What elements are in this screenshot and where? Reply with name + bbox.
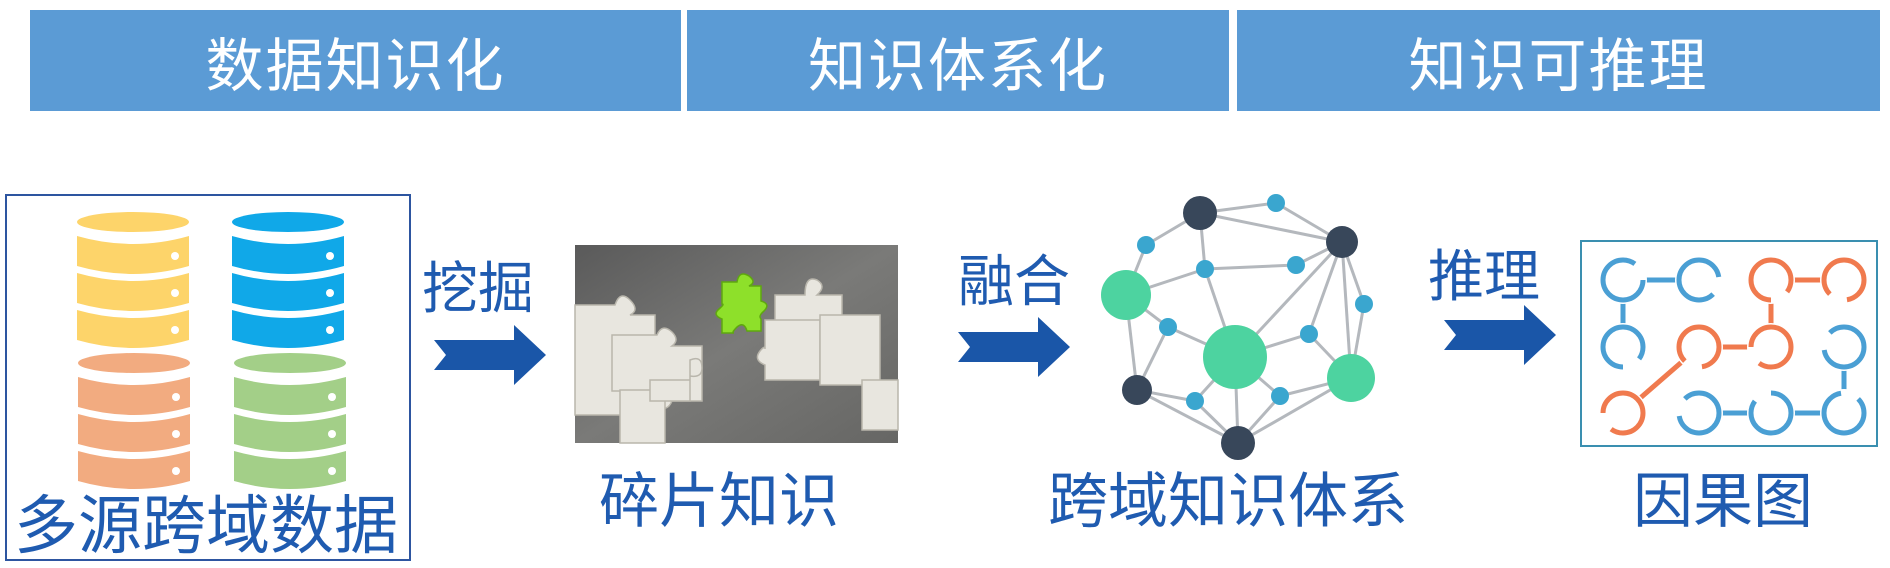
network-node — [1271, 387, 1289, 405]
network-node — [1267, 194, 1285, 212]
green-puzzle-piece — [715, 273, 768, 334]
label-fragment-knowledge: 碎片知识 — [599, 467, 839, 537]
causal-graph — [1599, 256, 1868, 437]
database-icon — [77, 212, 189, 348]
stage-header-data-to-knowledge: 数据知识化 — [30, 10, 681, 111]
network-node — [1122, 375, 1152, 405]
causal-node — [1748, 390, 1794, 436]
database-icon — [232, 212, 344, 348]
network-node — [1326, 226, 1358, 258]
label-multi-source-data: 多源跨域数据 — [14, 490, 398, 564]
causal-node — [1748, 324, 1794, 370]
stage-header-knowledge-systematization: 知识体系化 — [687, 10, 1229, 111]
network-node — [1186, 392, 1204, 410]
arrow-infer-icon — [1444, 305, 1556, 365]
knowledge-network — [1101, 194, 1375, 460]
network-node — [1287, 256, 1305, 274]
causal-node — [1748, 257, 1794, 303]
network-edge — [1136, 388, 1239, 445]
label-mine: 挖掘 — [422, 257, 534, 322]
network-node — [1203, 325, 1267, 389]
network-node — [1183, 196, 1217, 230]
causal-node — [1821, 324, 1867, 370]
network-node — [1196, 260, 1214, 278]
network-node — [1159, 318, 1177, 336]
arrow-mine-icon — [434, 325, 546, 385]
network-node — [1327, 354, 1375, 402]
network-edge — [1307, 241, 1344, 335]
causal-node — [1676, 257, 1722, 303]
causal-node — [1600, 257, 1646, 303]
network-node — [1101, 270, 1151, 320]
label-causal-graph: 因果图 — [1633, 467, 1813, 537]
source-box — [5, 194, 411, 561]
causal-node — [1676, 390, 1722, 436]
network-node — [1300, 325, 1318, 343]
network-node — [1221, 426, 1255, 460]
arrow-fuse-icon — [958, 317, 1070, 377]
network-edge — [1204, 263, 1297, 271]
stage-header-knowledge-inference: 知识可推理 — [1237, 10, 1880, 111]
label-fuse: 融合 — [958, 250, 1070, 315]
database-icon — [78, 353, 190, 489]
label-cross-domain-knowledge-system: 跨域知识体系 — [1048, 467, 1408, 537]
causal-node — [1600, 324, 1646, 370]
network-node — [1137, 236, 1155, 254]
database-icon — [234, 353, 346, 489]
network-node — [1355, 295, 1373, 313]
network-edge — [1199, 211, 1343, 244]
label-infer: 推理 — [1428, 245, 1540, 310]
causal-node — [1600, 390, 1646, 436]
puzzle-pieces-image — [574, 245, 899, 444]
